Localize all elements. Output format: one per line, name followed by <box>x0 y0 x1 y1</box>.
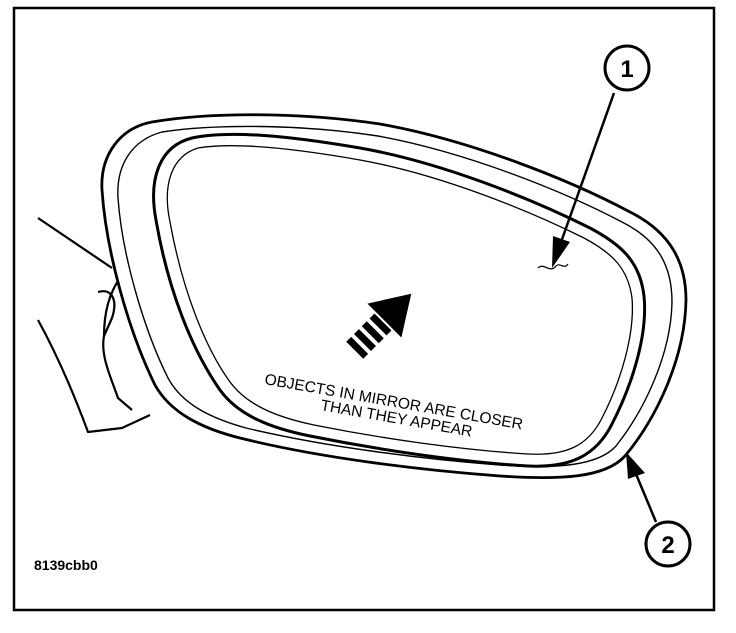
callout-1-label: 1 <box>620 56 633 83</box>
blind-spot-arrow-icon <box>346 293 412 359</box>
callout-2-label: 2 <box>661 532 674 559</box>
callout-1: 1 <box>552 44 651 268</box>
mirror-glass-inner-edge <box>166 145 634 455</box>
callout-2: 2 <box>626 452 692 568</box>
figure-id: 8139cbb0 <box>34 557 98 573</box>
mirror-housing-inner-rim <box>117 125 673 468</box>
frame-border <box>12 6 716 612</box>
glass-surface-mark <box>537 263 569 270</box>
